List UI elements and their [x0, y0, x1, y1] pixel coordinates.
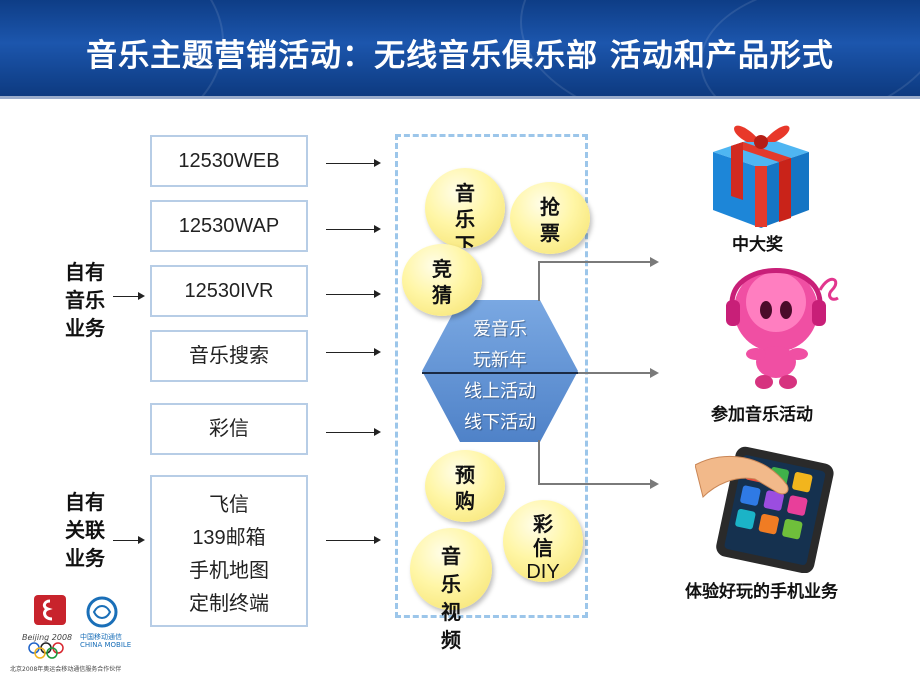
bubble-char: 抢 [540, 195, 560, 219]
flow-arrow [326, 428, 381, 436]
bubble-preorder: 预 购 [425, 450, 505, 522]
music-mascot-icon [726, 268, 839, 389]
channel-label: 12530WAP [178, 215, 280, 237]
bubble-char: 信 [533, 536, 553, 560]
outcome-experience: 体验好玩的手机业务 [685, 582, 838, 602]
bubble-char: 乐 [455, 207, 475, 231]
flow-arrow [326, 536, 381, 544]
own-related-arrow [113, 536, 145, 544]
bubble-char: 频 [441, 628, 461, 652]
bubble-music-download: 音 乐 下 [425, 168, 505, 248]
label-line: 自有 [65, 260, 105, 284]
bubble-char: 预 [455, 463, 475, 487]
bubble-char: 彩 [533, 512, 553, 536]
related-service-label: 定制终端 [189, 593, 269, 615]
connector-arrowhead [650, 479, 659, 489]
channel-box-ivr: 12530IVR [150, 265, 308, 317]
sponsor-footer-text: 北京2008年奥运会移动通信服务合作伙伴 [10, 666, 122, 673]
bubble-char: 视 [441, 600, 461, 624]
channel-label: 12530WEB [178, 150, 280, 172]
related-service-label: 手机地图 [189, 560, 269, 582]
olympic-rings-icon [28, 642, 64, 659]
connector-arrowhead [650, 257, 659, 267]
bubble-char: 音 [455, 181, 475, 205]
bubble-tickets: 抢 票 [510, 182, 590, 254]
flow-arrow [326, 225, 381, 233]
bubble-quiz: 竞 猜 [402, 244, 482, 316]
channel-label: 彩信 [209, 418, 249, 440]
label-line: 关联 [65, 518, 105, 542]
smartphone-icon [695, 446, 834, 573]
label-line: 自有 [65, 490, 105, 514]
connector-arrowhead [650, 368, 659, 378]
china-mobile-cn-text: 中国移动通信 [80, 633, 122, 641]
activity-panel [395, 134, 588, 618]
china-mobile-logo-icon [86, 596, 118, 628]
bubble-char: 竞 [432, 257, 452, 281]
bubble-char: 音 [441, 544, 461, 568]
channel-box-wap: 12530WAP [150, 200, 308, 252]
hexagon-line: 玩新年 [473, 350, 527, 371]
bubble-char: 购 [455, 489, 475, 513]
page-title: 音乐主题营销活动：无线音乐俱乐部 活动和产品形式 [86, 38, 834, 74]
central-hexagon [422, 300, 578, 442]
related-service-label: 139邮箱 [192, 527, 266, 549]
banner-decoration [0, 0, 224, 96]
flow-arrow [326, 159, 381, 167]
channel-box-web: 12530WEB [150, 135, 308, 187]
channel-label: 音乐搜索 [189, 345, 269, 367]
bubble-char: 票 [540, 221, 560, 245]
connector-line [538, 261, 650, 263]
bubble-char: 猜 [432, 283, 452, 307]
beijing-2008-emblem-icon [34, 595, 66, 625]
own-related-services-label: 自有 关联 业务 [65, 488, 105, 572]
own-music-arrow [113, 292, 145, 300]
hexagon-line: 线下活动 [464, 412, 536, 433]
olympic-logo-text: Beijing 2008 [22, 633, 73, 642]
flow-arrow [326, 290, 381, 298]
channel-box-related-services: 飞信 139邮箱 手机地图 定制终端 [150, 475, 308, 627]
title-banner: 音乐主题营销活动：无线音乐俱乐部 活动和产品形式 [0, 0, 920, 96]
channel-label: 12530IVR [184, 280, 274, 302]
channel-box-search: 音乐搜索 [150, 330, 308, 382]
china-mobile-en-text: CHINA MOBILE [80, 641, 132, 649]
label-line: 音乐 [65, 288, 105, 312]
banner-decoration [700, 0, 920, 96]
outcome-grand-prize: 中大奖 [732, 235, 783, 255]
label-line: 业务 [65, 546, 105, 570]
own-music-services-label: 自有 音乐 业务 [65, 258, 105, 342]
bubble-music-video: 音 乐 视 频 [410, 528, 492, 652]
bubble-char: 下 [455, 233, 475, 248]
gift-box-icon [713, 125, 809, 228]
bubble-mms-diy: 彩 信 DIY [503, 500, 583, 583]
related-service-label: 飞信 [209, 494, 249, 516]
header-divider [0, 96, 920, 99]
flow-arrow [326, 348, 381, 356]
connector-line [538, 261, 540, 301]
hexagon-line: 线上活动 [464, 381, 536, 402]
hexagon-line: 爱音乐 [473, 319, 527, 340]
bubble-char: DIY [526, 561, 560, 583]
channel-box-mms: 彩信 [150, 403, 308, 455]
label-line: 业务 [65, 316, 105, 340]
hexagon-text: 爱音乐 玩新年 线上活动 线下活动 [440, 314, 560, 438]
connector-line [538, 440, 540, 483]
connector-line [538, 483, 650, 485]
outcome-join-activity: 参加音乐活动 [711, 405, 813, 425]
connector-line [578, 372, 650, 374]
bubble-char: 乐 [441, 572, 461, 596]
